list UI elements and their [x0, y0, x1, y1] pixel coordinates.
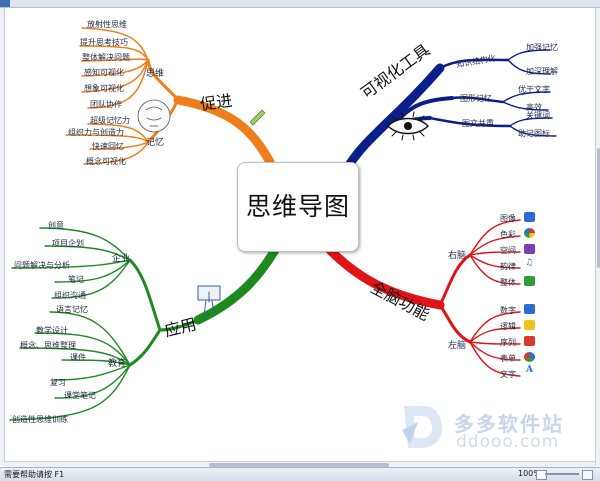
branch-brain[interactable] — [325, 245, 445, 310]
subtopic-graphic[interactable]: 图形记忆 — [460, 94, 492, 103]
promote-pencil-icon — [249, 109, 266, 126]
horizontal-scrollbar[interactable] — [4, 461, 595, 468]
leaf-left-1[interactable]: 逻辑 — [500, 322, 516, 331]
subtopic-imgtext[interactable]: 图文并重 — [462, 119, 494, 128]
horizontal-scroll-thumb[interactable] — [209, 463, 389, 467]
leaf-education-6[interactable]: 创造性思维训练 — [12, 415, 68, 424]
leaf-knowledge-1[interactable]: 加深理解 — [526, 67, 558, 76]
leaf-thinking-0[interactable]: 放射性思维 — [87, 20, 127, 29]
subtopic-enterprise[interactable]: 企业 — [112, 254, 131, 264]
subtopic-education[interactable]: 教育 — [108, 359, 127, 369]
leaf-memory-1[interactable]: 组织力与创造力 — [68, 128, 124, 137]
puzzle-icon — [524, 276, 535, 286]
subtopic-thinking[interactable]: 思维 — [146, 69, 165, 79]
center-topic[interactable]: 思维导图 — [237, 162, 359, 252]
leaf-education-3[interactable]: 课件 — [70, 353, 86, 362]
leaf-education-1[interactable]: 教学设计 — [36, 326, 68, 335]
zoom-slider[interactable] — [545, 473, 579, 475]
leaf-enterprise-1[interactable]: 项目企划 — [52, 239, 84, 248]
text-letter-icon: A — [526, 365, 533, 375]
center-topic-label: 思维导图 — [245, 192, 350, 221]
leaf-graphic-1[interactable]: 高效 — [526, 103, 542, 112]
vertical-scrollbar[interactable] — [595, 8, 600, 466]
branch-visual[interactable] — [340, 63, 445, 177]
leaf-left-0[interactable]: 数字 — [500, 306, 516, 315]
window-menu-icon[interactable] — [0, 0, 10, 7]
leaf-right-2[interactable]: 空间 — [500, 246, 516, 255]
leaf-imgtext-1[interactable]: 助记图标 — [518, 129, 550, 138]
leaf-left-2[interactable]: 序列 — [500, 338, 516, 347]
leaf-memory-3[interactable]: 概念可视化 — [86, 157, 126, 166]
leaf-memory-0[interactable]: 超级记忆力 — [90, 116, 130, 125]
space-cube-icon — [524, 244, 535, 254]
leaf-thinking-3[interactable]: 感知可视化 — [84, 68, 124, 77]
leaf-left-3[interactable]: 表单 — [500, 354, 516, 363]
watermark-url: ddooo.com — [456, 432, 560, 452]
zoom-level: 100% — [518, 469, 541, 478]
branch-label-promote[interactable]: 促进 — [199, 90, 234, 115]
status-text: 需要帮助请按 F1 — [4, 470, 65, 479]
leaf-imgtext-0[interactable]: 关键词 — [526, 111, 550, 120]
music-note-icon: ♫ — [525, 258, 534, 268]
leaf-education-2[interactable]: 概念、思维整理 — [20, 341, 76, 350]
teacher-icon — [197, 285, 221, 317]
leaf-thinking-1[interactable]: 提升思考技巧 — [80, 38, 128, 47]
calendar-icon — [524, 304, 535, 314]
leaf-knowledge-0[interactable]: 加强记忆 — [526, 43, 558, 52]
watermark-logo — [402, 406, 442, 448]
subtopic-memory[interactable]: 记忆 — [146, 138, 165, 148]
leaf-enterprise-3[interactable]: 笔记 — [68, 275, 84, 284]
logic-grid-icon — [524, 320, 535, 330]
leaf-right-0[interactable]: 图像 — [500, 214, 516, 223]
leaf-enterprise-2[interactable]: 问题解决与分析 — [14, 261, 70, 270]
leaf-right-3[interactable]: 韵律 — [500, 262, 516, 271]
subtopic-left-brain[interactable]: 左脑 — [448, 341, 467, 351]
sequence-icon — [524, 336, 535, 346]
leaf-education-5[interactable]: 课堂笔记 — [64, 391, 96, 400]
vertical-scroll-thumb[interactable] — [597, 148, 600, 268]
chart-icon — [524, 352, 535, 362]
leaf-memory-2[interactable]: 快速回忆 — [92, 142, 124, 151]
leaf-thinking-4[interactable]: 想象可视化 — [84, 84, 124, 93]
leaf-education-0[interactable]: 语言记忆 — [56, 305, 88, 314]
window-top-strip — [0, 0, 600, 8]
subtopic-right-brain[interactable]: 右脑 — [448, 251, 467, 261]
leaf-enterprise-0[interactable]: 创意 — [48, 221, 64, 230]
leaf-thinking-5[interactable]: 团队协作 — [90, 100, 122, 109]
branch-apply[interactable] — [193, 245, 280, 325]
leaf-left-4[interactable]: 文字 — [500, 370, 516, 379]
color-palette-icon — [524, 228, 535, 238]
zoom-in-button[interactable] — [582, 470, 593, 480]
branch-promote[interactable] — [173, 95, 275, 167]
leaf-right-1[interactable]: 色彩 — [500, 230, 516, 239]
leaf-thinking-2[interactable]: 整体解决问题 — [82, 53, 130, 62]
eye-icon — [387, 111, 429, 141]
leaf-enterprise-4[interactable]: 组织沟通 — [54, 291, 86, 300]
image-icon — [524, 212, 535, 222]
watermark-site-name: 多多软件站 — [454, 412, 564, 436]
leaf-education-4[interactable]: 复习 — [50, 378, 66, 387]
left-border — [0, 8, 5, 466]
leaf-graphic-0[interactable]: 优于文字 — [518, 85, 550, 94]
status-bar: 需要帮助请按 F1 100% — [0, 467, 600, 481]
thinking-head-icon — [137, 99, 171, 133]
zoom-out-button[interactable] — [536, 470, 547, 480]
leaf-right-4[interactable]: 整体 — [500, 278, 516, 287]
